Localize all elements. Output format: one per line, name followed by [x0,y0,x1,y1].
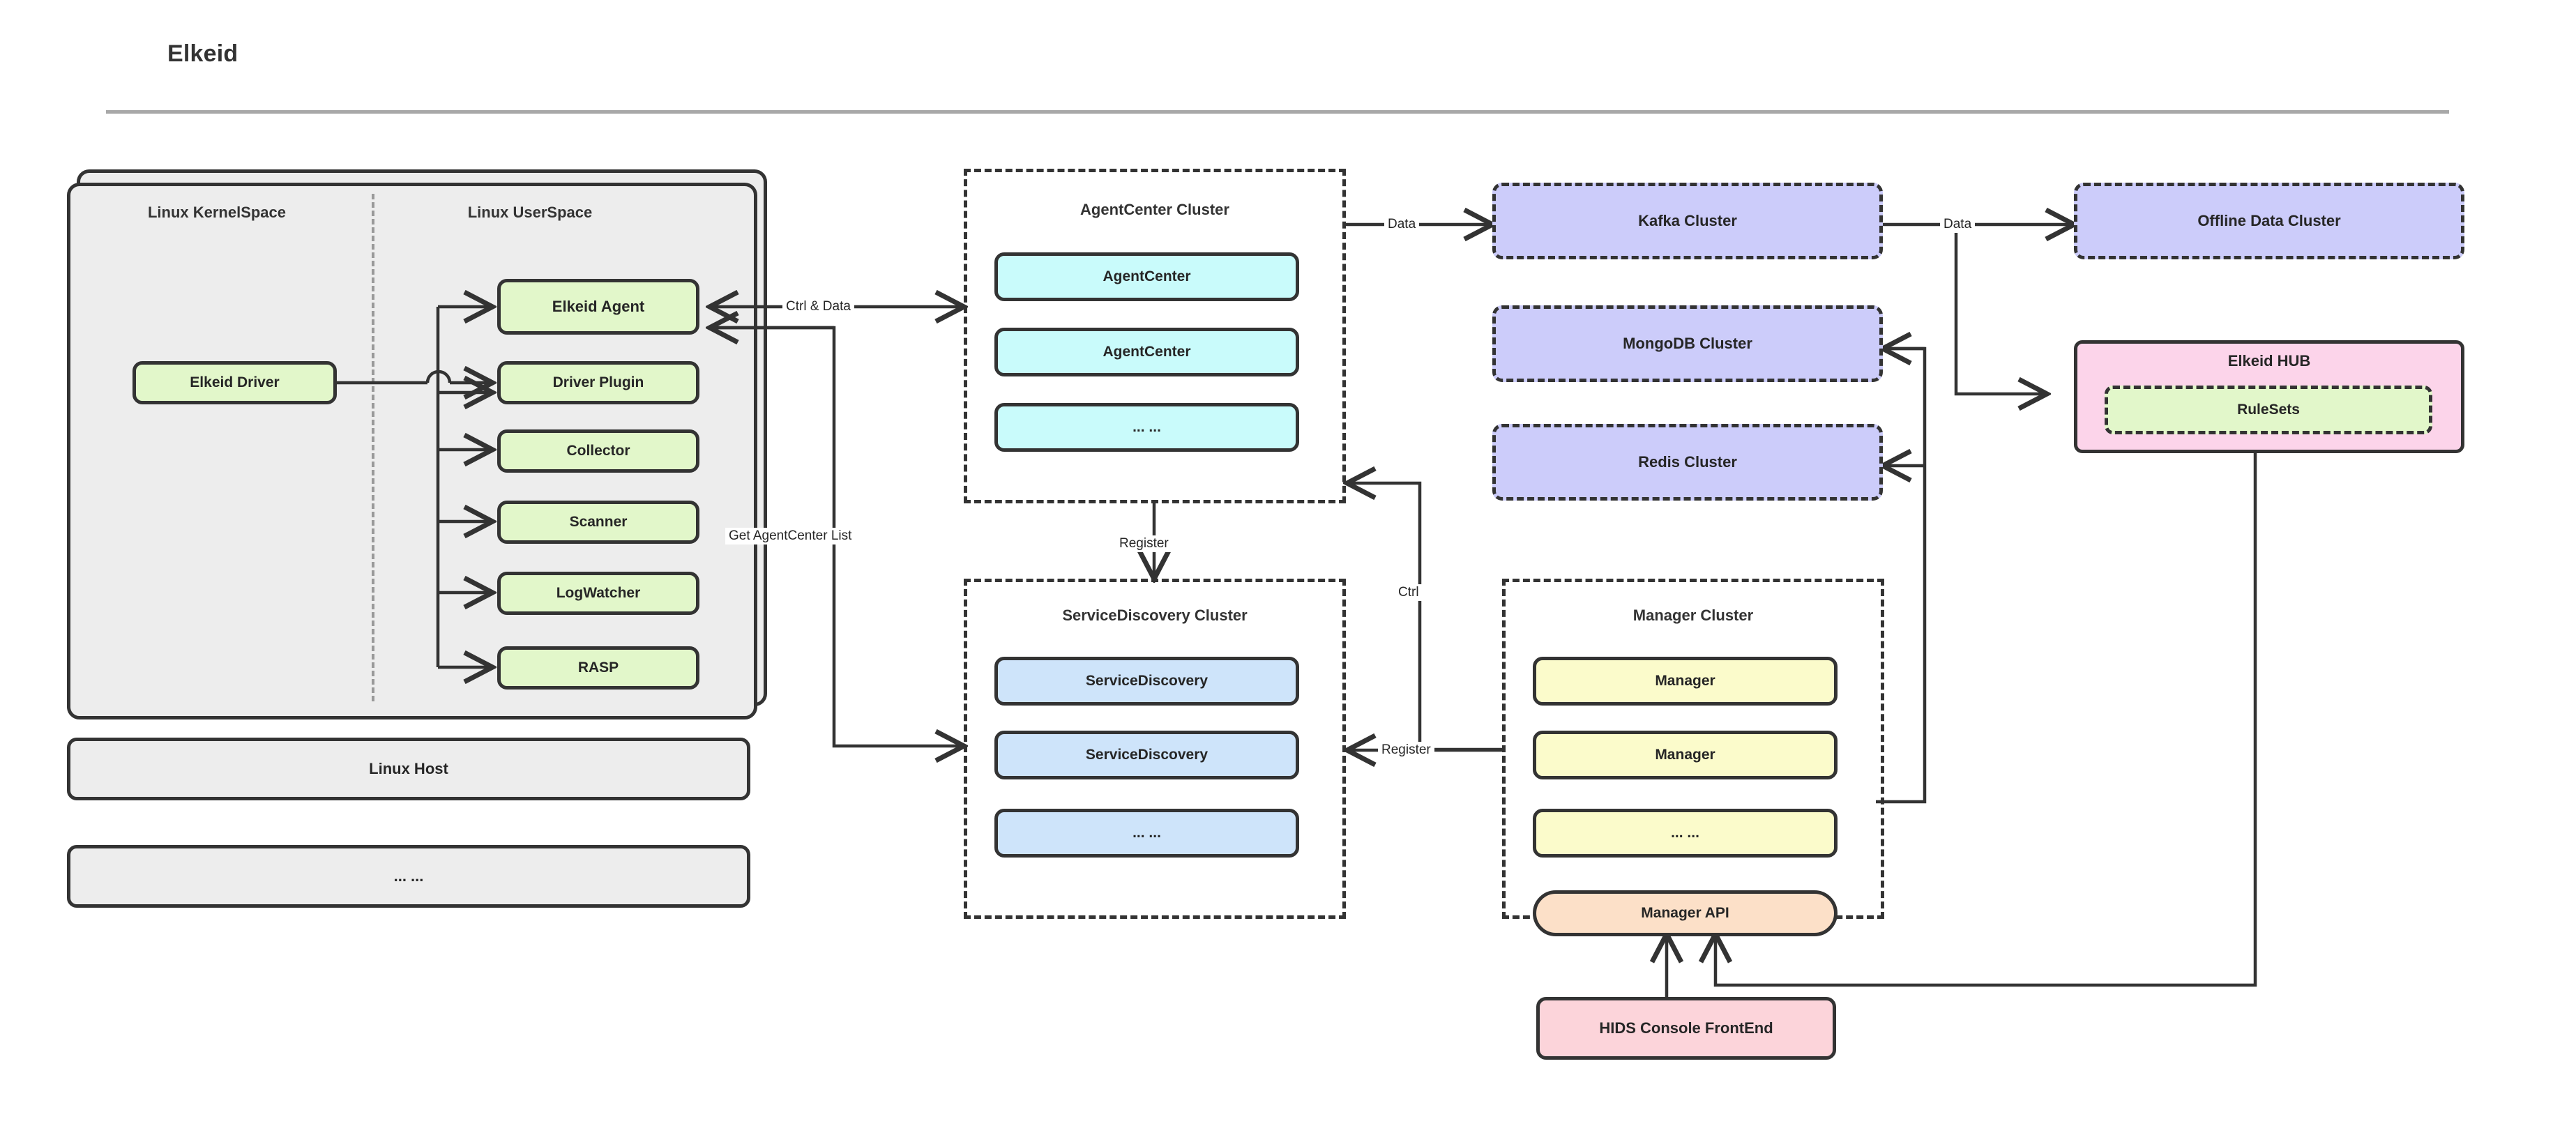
edge-label-data-kafka-offline: Data [1940,216,1976,233]
node-rasp[interactable]: RASP [497,646,699,690]
edge-label-data-agentcenter-kafka: Data [1384,216,1420,233]
node-scanner[interactable]: Scanner [497,501,699,544]
node-servicediscovery-1[interactable]: ServiceDiscovery [994,657,1299,706]
cluster-agentcenter-title: AgentCenter Cluster [1080,201,1229,218]
node-agentcenter-1[interactable]: AgentCenter [994,252,1299,301]
edge-label-register-agentcenter: Register [1116,535,1172,552]
node-linux-host[interactable]: Linux Host [67,738,750,800]
edge-label-ctrl: Ctrl [1395,584,1423,601]
edge-label-ctrl-and-data: Ctrl & Data [782,298,854,315]
node-collector[interactable]: Collector [497,429,699,473]
cluster-servicediscovery-title: ServiceDiscovery Cluster [1062,607,1248,624]
node-kafka-cluster[interactable]: Kafka Cluster [1492,183,1883,259]
user-space-label: Linux UserSpace [467,204,593,221]
node-mongodb-cluster[interactable]: MongoDB Cluster [1492,305,1883,382]
node-redis-cluster[interactable]: Redis Cluster [1492,424,1883,501]
edge-label-register-manager: Register [1378,742,1434,759]
node-servicediscovery-more[interactable]: ... ... [994,809,1299,858]
node-agentcenter-more[interactable]: ... ... [994,403,1299,452]
node-rulesets[interactable]: RuleSets [2105,386,2432,434]
title-divider [106,110,2449,114]
edge-label-get-agentcenter-list: Get AgentCenter List [725,528,856,544]
kernel-user-divider [372,194,374,701]
node-more-hosts[interactable]: ... ... [67,845,750,908]
node-hids-console-frontend[interactable]: HIDS Console FrontEnd [1536,997,1836,1060]
node-manager-2[interactable]: Manager [1533,731,1838,779]
elkeid-hub-title: Elkeid HUB [2227,352,2311,370]
node-logwatcher[interactable]: LogWatcher [497,572,699,615]
node-manager-more[interactable]: ... ... [1533,809,1838,858]
page-title: Elkeid [167,40,238,67]
node-offline-data-cluster[interactable]: Offline Data Cluster [2074,183,2464,259]
node-servicediscovery-2[interactable]: ServiceDiscovery [994,731,1299,779]
node-driver-plugin[interactable]: Driver Plugin [497,361,699,404]
node-manager-api[interactable]: Manager API [1533,890,1838,936]
cluster-manager-title: Manager Cluster [1632,607,1754,624]
node-elkeid-agent[interactable]: Elkeid Agent [497,279,699,335]
kernel-space-label: Linux KernelSpace [147,204,287,221]
node-elkeid-driver[interactable]: Elkeid Driver [132,361,337,404]
node-agentcenter-2[interactable]: AgentCenter [994,328,1299,376]
node-manager-1[interactable]: Manager [1533,657,1838,706]
